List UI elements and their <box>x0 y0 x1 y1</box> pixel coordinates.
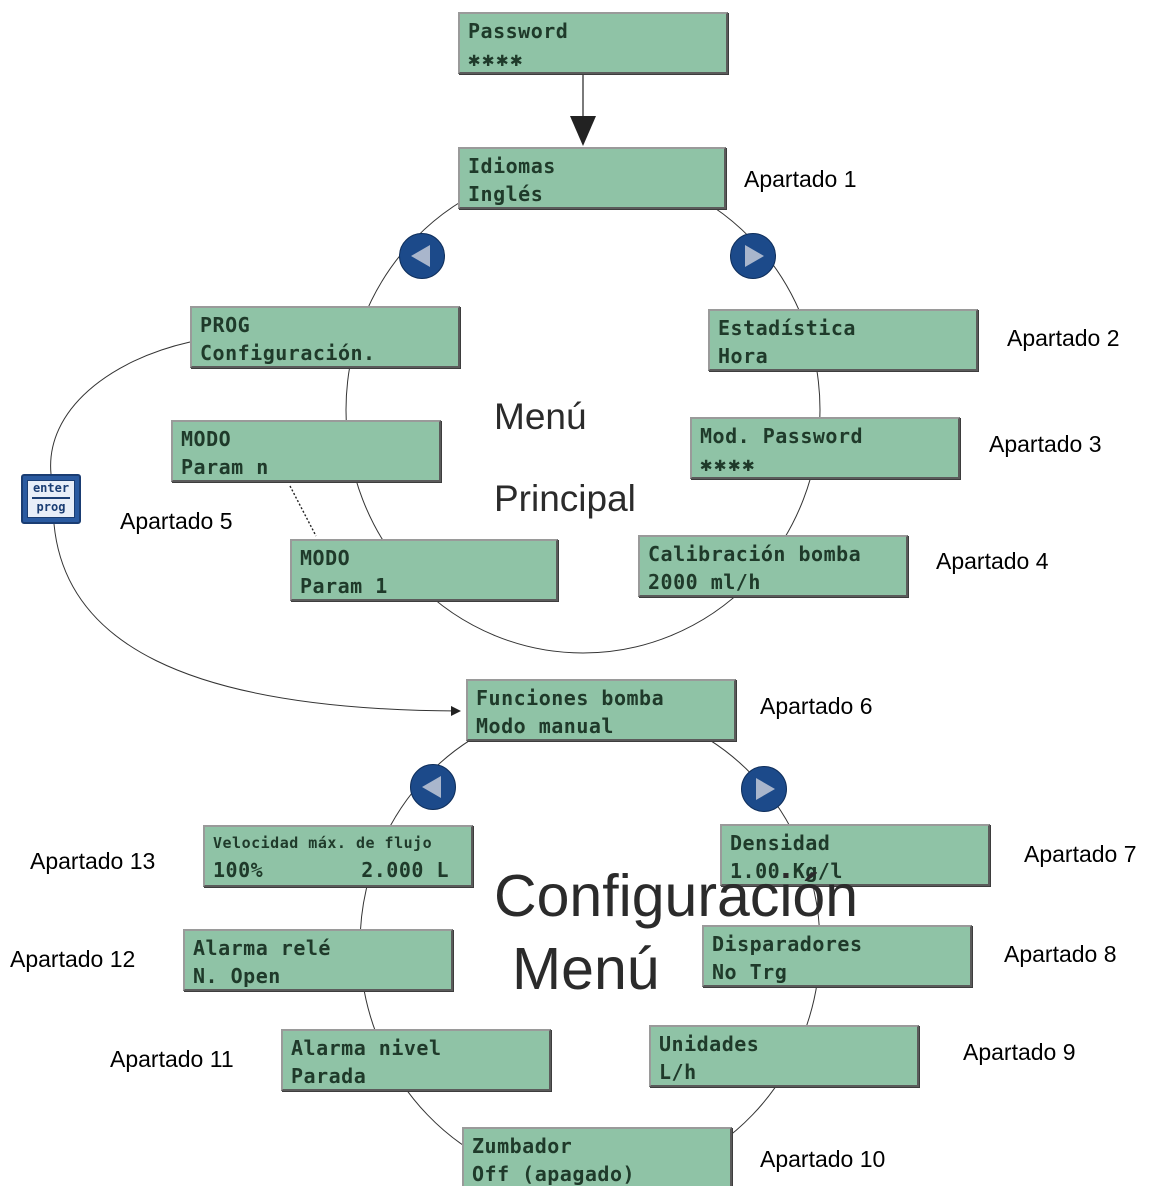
right-arrow-button-icon <box>730 233 776 279</box>
lcd-line: Off (apagado) <box>472 1162 636 1186</box>
lcd-mod-password: Mod. Password ✱✱✱✱ <box>690 417 960 479</box>
lcd-line: Param n <box>181 455 269 479</box>
lcd-line: Configuración. <box>200 341 376 365</box>
label-apartado-7: Apartado 7 <box>1024 841 1137 867</box>
lcd-line: MODO <box>300 546 351 570</box>
label-apartado-13: Apartado 13 <box>30 848 156 874</box>
lcd-line: Estadística <box>718 316 856 340</box>
label-apartado-4: Apartado 4 <box>936 548 1049 574</box>
lcd-densidad: Densidad 1.00 Kg/l <box>720 824 990 886</box>
label-apartado-8: Apartado 8 <box>1004 941 1117 967</box>
label-apartado-1: Apartado 1 <box>744 166 857 192</box>
lcd-idiomas: Idiomas Inglés <box>458 147 726 209</box>
lcd-line: Inglés <box>468 182 544 206</box>
label-apartado-6: Apartado 6 <box>760 693 873 719</box>
lcd-modo-param-1: MODO Param 1 <box>290 539 558 601</box>
main-menu-title-line1: Menú <box>494 396 587 437</box>
label-apartado-9: Apartado 9 <box>963 1039 1076 1065</box>
lcd-funciones-bomba: Funciones bomba Modo manual <box>466 679 736 741</box>
label-apartado-5: Apartado 5 <box>120 508 233 534</box>
enter-prog-key-icon: enter prog <box>21 474 81 524</box>
lcd-line: ✱✱✱✱ <box>700 452 757 476</box>
lcd-velocidad-max-flujo: Velocidad máx. de flujo 100% 2.000 L <box>203 825 473 887</box>
lcd-disparadores: Disparadores No Trg <box>702 925 972 987</box>
lcd-line: 2000 ml/h <box>648 570 761 594</box>
lcd-line: ✱✱✱✱ <box>468 47 525 71</box>
lcd-alarma-rele: Alarma relé N. Open <box>183 929 453 991</box>
lcd-line: PROG <box>200 313 251 337</box>
lcd-alarma-nivel: Alarma nivel Parada <box>281 1029 551 1091</box>
lcd-line: Modo manual <box>476 714 614 738</box>
lcd-line: MODO <box>181 427 232 451</box>
lcd-line: Densidad <box>730 831 831 855</box>
modo-dotted-connector <box>289 485 317 537</box>
right-arrow-button-icon <box>741 766 787 812</box>
config-menu-title-line1: Configuración <box>494 863 859 929</box>
lcd-line: Disparadores <box>712 932 863 956</box>
lcd-line: L/h <box>659 1060 697 1084</box>
lcd-zumbador: Zumbador Off (apagado) <box>462 1127 732 1186</box>
lcd-value-left: 100% <box>213 858 264 882</box>
lcd-password: Password ✱✱✱✱ <box>458 12 728 74</box>
lcd-line: Zumbador <box>472 1134 573 1158</box>
lcd-prog: PROG Configuración. <box>190 306 460 368</box>
lcd-modo-param-n: MODO Param n <box>171 420 441 482</box>
lcd-line: Funciones bomba <box>476 686 665 710</box>
left-arrow-button-icon <box>410 764 456 810</box>
lcd-estadistica: Estadística Hora <box>708 309 978 371</box>
lcd-line: Calibración bomba <box>648 542 862 566</box>
label-apartado-10: Apartado 10 <box>760 1146 886 1172</box>
label-apartado-3: Apartado 3 <box>989 431 1102 457</box>
lcd-line: Hora <box>718 344 769 368</box>
password-arrow-head <box>570 116 596 146</box>
lcd-line: Idiomas <box>468 154 556 178</box>
enter-prog-path-upper <box>50 341 191 475</box>
label-apartado-12: Apartado 12 <box>10 946 136 972</box>
lcd-line: Alarma nivel <box>291 1036 442 1060</box>
left-arrow-button-icon <box>399 233 445 279</box>
lcd-line: Mod. Password <box>700 424 864 448</box>
lcd-line: Alarma relé <box>193 936 331 960</box>
lcd-line: 100% 2.000 L <box>213 856 463 884</box>
lcd-line: N. Open <box>193 964 281 988</box>
lcd-line: Velocidad máx. de flujo <box>213 834 433 852</box>
lcd-line: Password <box>468 19 569 43</box>
lcd-line: No Trg <box>712 960 788 984</box>
lcd-line: 1.00 Kg/l <box>730 859 843 883</box>
lcd-value-right: 2.000 L <box>361 858 449 882</box>
lcd-line: Param 1 <box>300 574 388 598</box>
enter-key-top: enter <box>32 481 70 495</box>
label-apartado-2: Apartado 2 <box>1007 325 1120 351</box>
label-apartado-11: Apartado 11 <box>110 1046 234 1072</box>
enter-key-bottom: prog <box>36 500 66 514</box>
lcd-calibracion-bomba: Calibración bomba 2000 ml/h <box>638 535 908 597</box>
lcd-unidades: Unidades L/h <box>649 1025 919 1087</box>
config-menu-title-line2: Menú <box>512 936 660 1002</box>
lcd-line: Parada <box>291 1064 367 1088</box>
enter-prog-path-lower <box>53 523 461 716</box>
main-menu-title-line2: Principal <box>494 478 636 519</box>
lcd-line: Unidades <box>659 1032 760 1056</box>
